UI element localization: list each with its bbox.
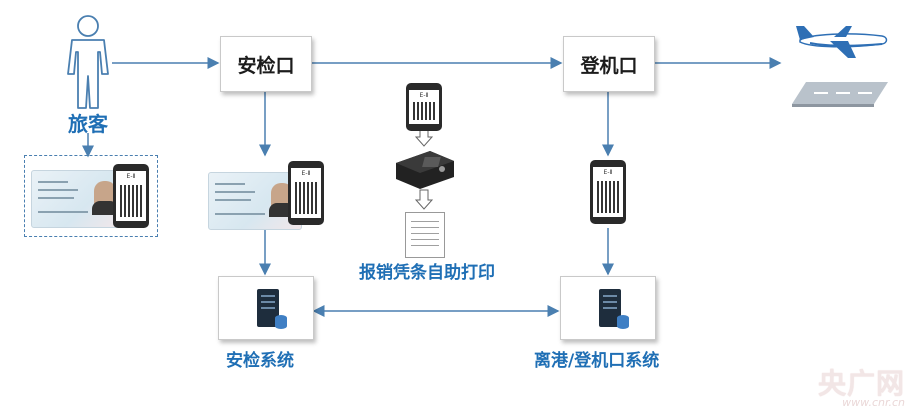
- security-system-server: [218, 276, 314, 340]
- security-system-label: 安检系统: [226, 351, 294, 371]
- receipt-paper-image: [405, 212, 445, 258]
- id-card-image: [31, 170, 125, 228]
- watermark-url: www.cnr.cn: [842, 396, 905, 409]
- passenger-icon: [67, 15, 109, 109]
- airplane-icon: [796, 26, 888, 58]
- runway-icon: [792, 82, 888, 107]
- receipt-phone-qr-image: E-Ⅱ: [406, 83, 442, 131]
- departure-system-server: [560, 276, 656, 340]
- departure-system-label: 离港/登机口系统: [534, 351, 660, 371]
- arrow-printer-to-receipt: [414, 189, 434, 210]
- security-phone-qr-image: E-Ⅱ: [288, 161, 324, 225]
- receipt-print-label: 报销凭条自助打印: [359, 263, 495, 283]
- security-checkpoint-box: 安检口: [220, 36, 312, 92]
- boarding-phone-qr-image: E-Ⅱ: [590, 160, 626, 224]
- security-checkpoint-label: 安检口: [237, 54, 295, 77]
- printer-icon: [396, 151, 454, 189]
- passenger-label: 旅客: [68, 112, 108, 136]
- phone-qr-code-image: E-Ⅱ: [113, 164, 149, 228]
- watermark-logo: 央广网: [817, 367, 905, 400]
- boarding-gate-label: 登机口: [580, 54, 638, 77]
- passenger-credentials-group: E-Ⅱ: [24, 155, 158, 237]
- boarding-gate-box: 登机口: [563, 36, 655, 92]
